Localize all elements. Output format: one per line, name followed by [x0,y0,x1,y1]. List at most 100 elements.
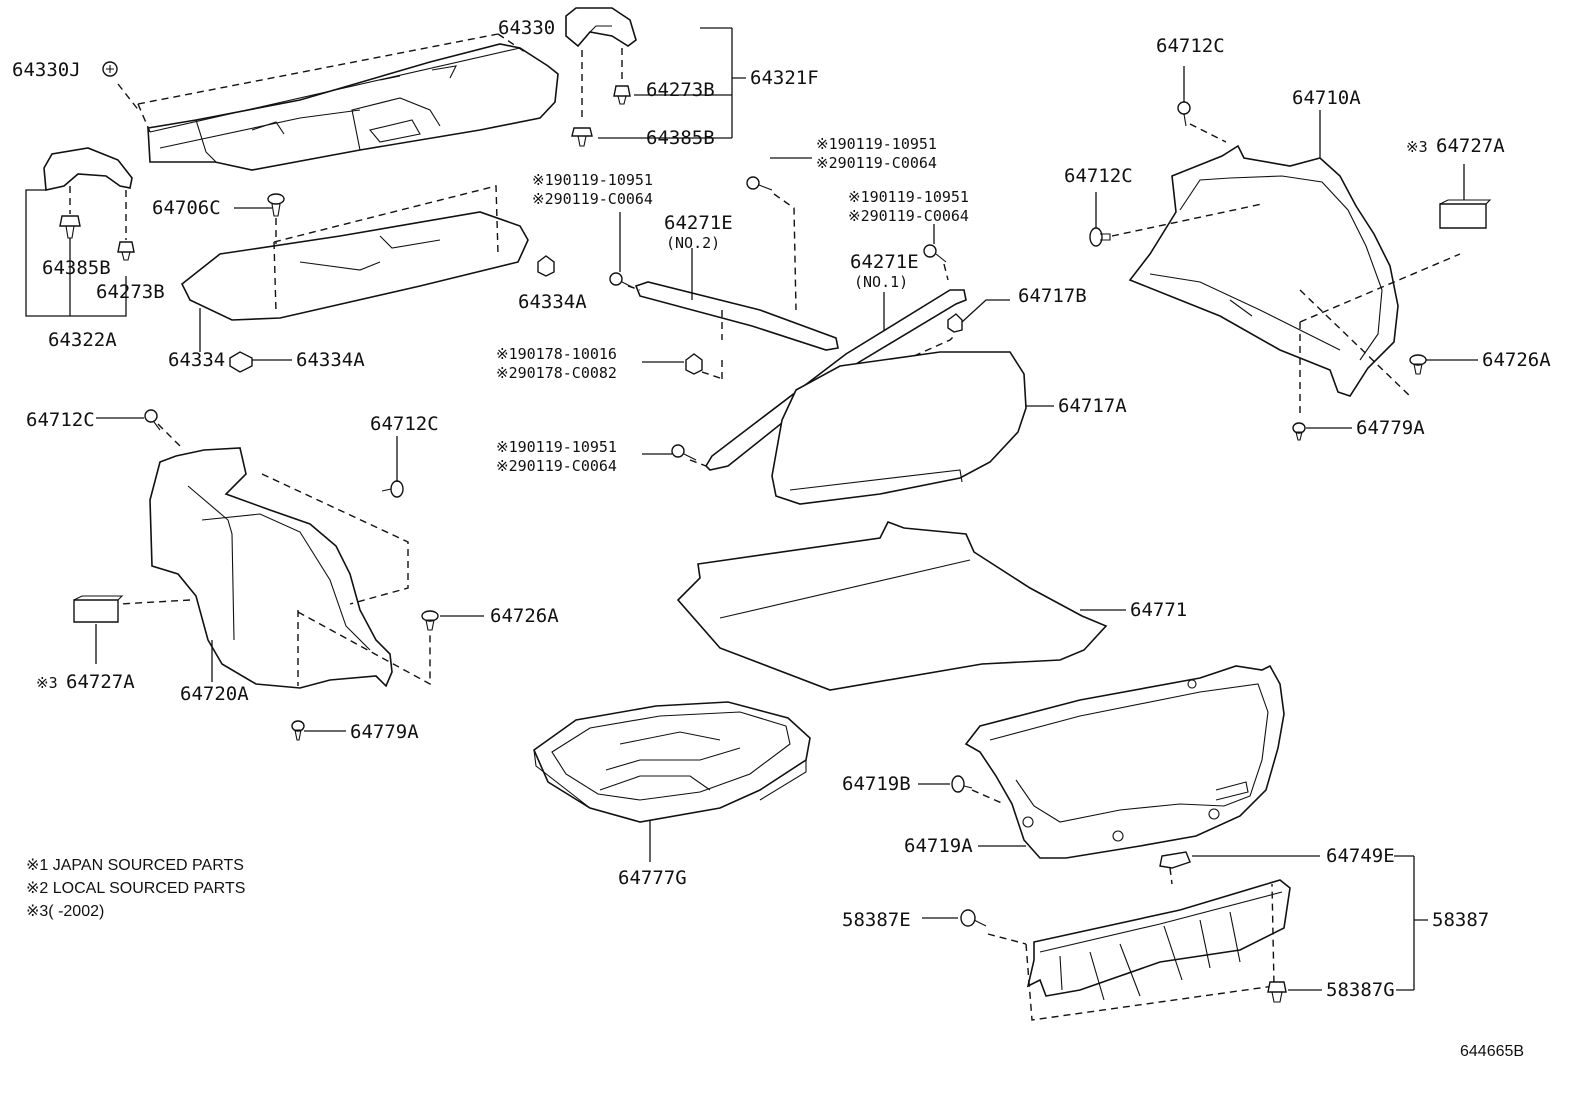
label-58387G: 58387G [1326,979,1395,1001]
scuff-plate-58387 [1026,879,1291,1001]
left-cover-clip-guides [69,186,127,240]
leader-64322A-bracket [25,189,127,317]
cover-clip-guides [581,48,623,122]
note-a1: ※190119-10951 [532,171,653,189]
label-64719A: 64719A [904,835,973,857]
pad-outline-dash [273,185,499,313]
left-quarter-dash [119,423,431,686]
panel-64717A-dash [913,333,957,357]
brace-guides [627,193,949,467]
note-b2: ※290119-C0064 [816,154,937,172]
label-64321F: 64321F [750,67,819,89]
clip-64726A-right [1409,354,1427,375]
label-64322A: 64322A [48,329,117,351]
label-64717A: 64717A [1058,395,1127,417]
clip-64779A-right [1292,422,1306,441]
label-64727A-left: 64727A [66,671,135,693]
clip-64330J [102,61,118,77]
legend-line-3: ※3( -2002) [26,903,104,920]
label-64719B: 64719B [842,773,911,795]
label-64779A-right: 64779A [1356,417,1425,439]
note-e1: ※190119-10951 [496,438,617,456]
label-64712C-mid-right: 64712C [1064,165,1133,187]
bolt-upper-brace-no1 [923,244,947,263]
leader-64321F-bracket [598,27,746,139]
figure-id: 644665B [1460,1043,1524,1060]
clip-64717B [947,313,963,333]
note-d2: ※290178-C0082 [496,364,617,382]
label-64710A: 64710A [1292,87,1361,109]
label-64726A-right: 64726A [1482,349,1551,371]
label-64334: 64334 [168,349,225,371]
label-64385B-left: 64385B [42,257,111,279]
label-no1: (NO.1) [854,273,908,291]
clip-64712C-top-right [1177,101,1191,127]
clip-64330J-guide [117,83,141,113]
clip-64712C-mid-right [1089,227,1111,247]
legend: ※1 JAPAN SOURCED PARTS ※2 LOCAL SOURCED … [26,857,245,920]
label-64779A-left: 64779A [350,721,419,743]
label-64385B-top: 64385B [646,127,715,149]
trunk-lid-trim-64719A [964,664,1285,859]
label-64749E: 64749E [1326,845,1395,867]
label-64334A-top: 64334A [518,291,587,313]
lid-trim-dash [971,789,1005,805]
clip-58387E [960,909,987,927]
leader-64334 [199,207,292,361]
leaders-lid-trim [918,783,1320,857]
note-c2: ※290119-C0064 [848,207,969,225]
trim-panel-64717A [771,351,1027,505]
bolt-upper-center [746,176,773,191]
note-c1: ※190119-10951 [848,188,969,206]
note-b1: ※190119-10951 [816,135,937,153]
clip-64719B [951,775,973,793]
pad-64727A-right-top [1439,199,1492,205]
clip-58387G [1267,981,1287,1003]
floor-mat-64771 [676,520,1108,691]
brace-64271E-no2 [634,281,839,351]
legend-line-1: ※1 JAPAN SOURCED PARTS [26,857,244,874]
note-e2: ※290119-C0064 [496,457,617,475]
pad-64727A-left [73,599,119,623]
leaders-brace-notes [619,157,935,455]
note-d1: ※190178-10016 [496,345,617,363]
tray-outline-dash [137,33,529,133]
quarter-trim-right-64710A [1128,144,1399,397]
label-64273B-left: 64273B [96,281,165,303]
package-tray-trim [147,43,559,171]
label-64720A: 64720A [180,683,249,705]
label-58387: 58387 [1432,909,1489,931]
plug-64334A-bottom [229,351,253,373]
label-64330: 64330 [498,17,555,39]
clip-64712C-left-a [144,409,161,431]
label-64717B: 64717B [1018,285,1087,307]
quarter-trim-left-64720A [149,447,393,689]
label-64330J: 64330J [12,59,81,81]
label-64273B-top: 64273B [646,79,715,101]
leaders-scuff-plate [922,855,1428,991]
clip-64273B-left [117,241,135,261]
legend-line-2: ※2 LOCAL SOURCED PARTS [26,880,245,897]
label-64712C-left-b: 64712C [370,413,439,435]
tool-tray-64777G [533,701,811,823]
label-64712C-left-a: 64712C [26,409,95,431]
bolt-left-brace-no2 [609,272,635,289]
nut-center [685,353,703,375]
note-a2: ※290119-C0064 [532,190,653,208]
label-64712C-top-right: 64712C [1156,35,1225,57]
right-quarter-dash [1111,123,1461,414]
leaders-left-middle [95,417,484,732]
mark3-left: ※3 [36,674,58,692]
clip-64385B-left [59,215,81,239]
mark3-right: ※3 [1406,138,1428,156]
bolt-lower-brace [671,444,697,461]
leaders-right-top [1095,66,1478,429]
leader-64717 [961,299,1054,407]
pad-64727A-right [1439,203,1487,229]
clip-64779A-left [291,720,305,741]
label-64706C: 64706C [152,197,221,219]
side-cover-64322A [43,147,133,191]
plug-64334A-top [537,255,555,277]
